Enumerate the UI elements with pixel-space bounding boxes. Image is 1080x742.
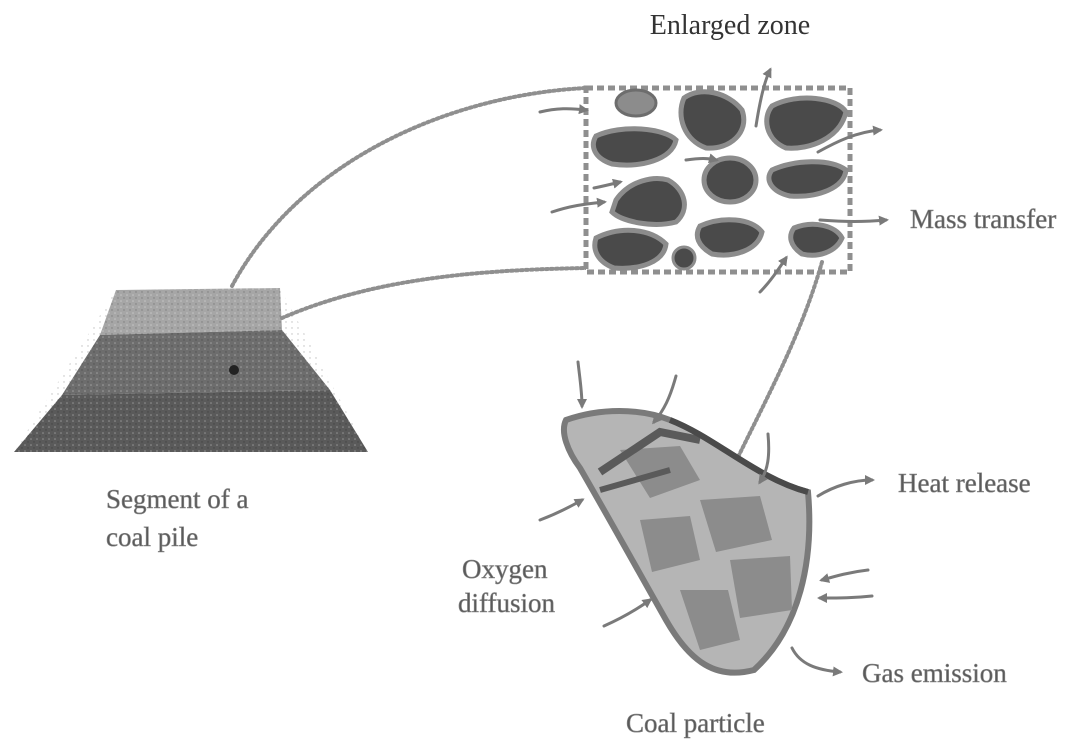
label-gas-emission: Gas emission [862,658,1007,688]
heat-release-arrow [818,480,872,496]
pile-texture [14,288,368,452]
oxygen-arrow [604,600,650,626]
label-mass-transfer: Mass transfer [910,204,1056,234]
flow-arrow [820,220,886,222]
coal-grain [595,230,666,268]
coal-particle-patch [730,556,792,618]
oxygen-arrow [820,596,872,598]
coal-grain [791,224,842,255]
coal-grain [673,247,695,269]
flow-arrow [540,109,586,112]
label-coal-particle: Coal particle [626,708,765,738]
coal-particle [564,411,809,673]
oxygen-arrow [578,362,582,406]
zoom-link-particle [728,262,822,478]
coal-grain [616,90,656,116]
label-oxygen-line2: diffusion [458,588,556,618]
zoom-link-lower [282,268,586,318]
zoom-link-upper [232,88,586,286]
coal-grain [704,158,756,202]
label-segment-line1: Segment of a [106,484,248,514]
oxygen-arrow [540,500,582,520]
flow-arrow [686,159,716,161]
label-heat-release: Heat release [898,468,1031,498]
pile-spot [229,365,239,375]
label-segment-line2: coal pile [106,522,198,552]
enlarged-zone [540,70,886,292]
gas-emission-arrow [792,648,840,672]
oxygen-arrow [822,570,868,580]
diagram-title: Enlarged zone [650,10,810,41]
coal-pile-segment [14,288,368,452]
label-oxygen-line1: Oxygen [462,554,548,584]
coal-grain [681,92,744,148]
